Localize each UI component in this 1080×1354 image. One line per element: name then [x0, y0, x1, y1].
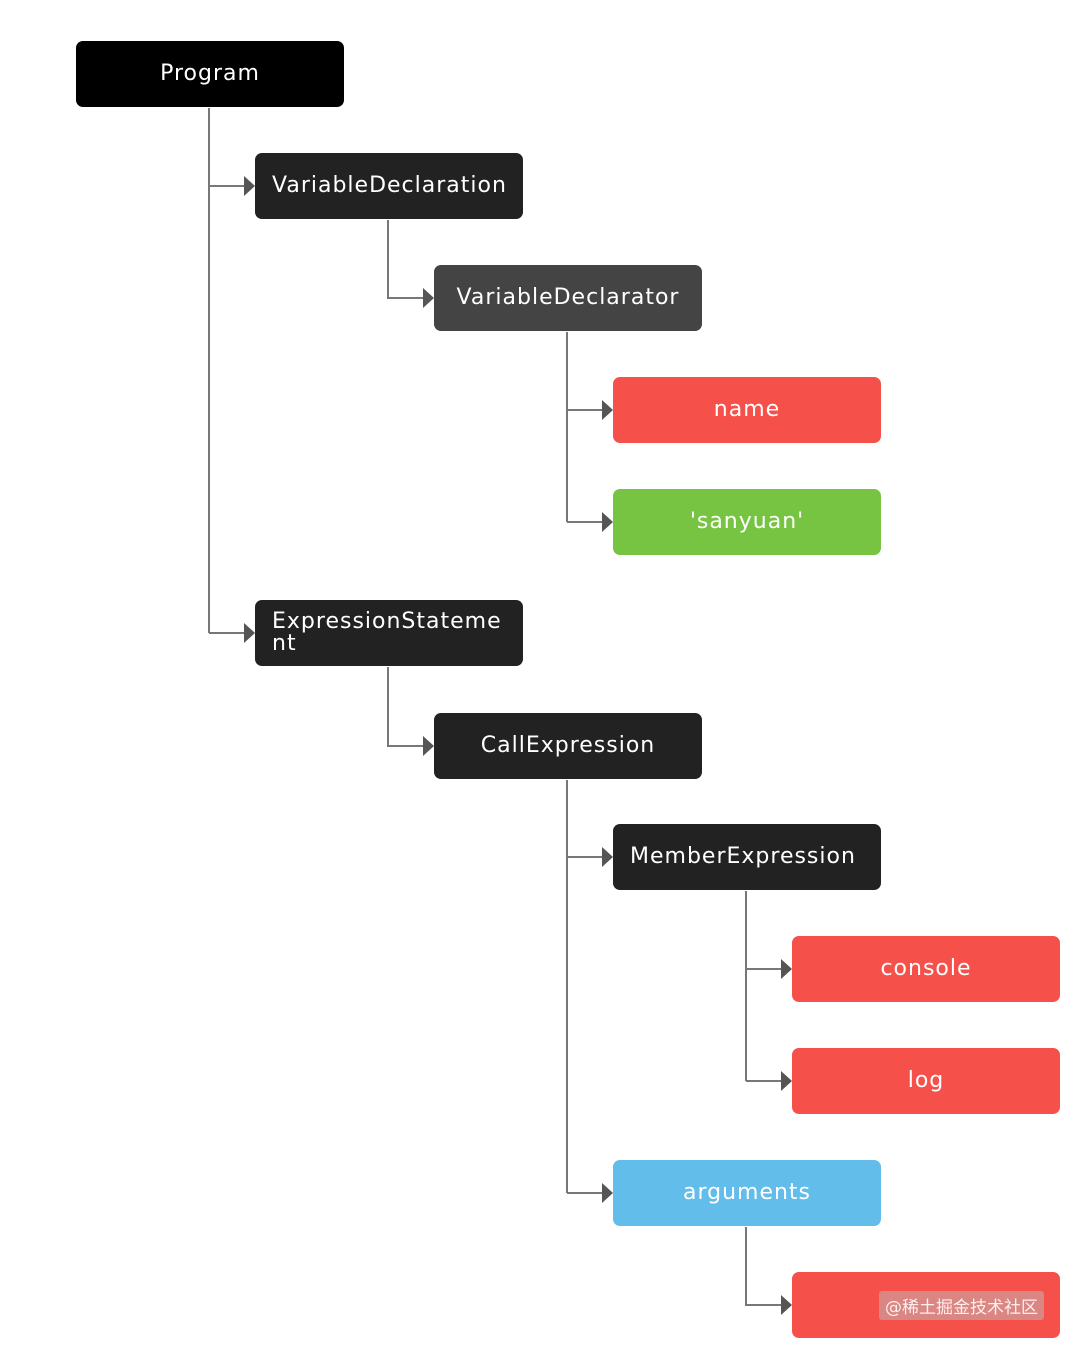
node-variable-declarator: VariableDeclarator [434, 265, 702, 331]
arrow-head [602, 847, 613, 867]
arrow-head [423, 736, 434, 756]
node-console: console [792, 936, 1060, 1002]
arrow-head [244, 623, 255, 643]
node-name: name [613, 377, 881, 443]
node-variable-declaration: VariableDeclaration [255, 153, 523, 219]
node-sanyuan: 'sanyuan' [613, 489, 881, 555]
connector-variable-declaration [387, 220, 427, 299]
node-call-expression: CallExpression [434, 713, 702, 779]
arrow-head [423, 288, 434, 308]
node-expression-statement: ExpressionStatement [255, 600, 523, 666]
node-arguments-child [792, 1272, 1060, 1338]
watermark: @稀土掘金技术社区 [879, 1291, 1044, 1320]
node-member-expression: MemberExpression [613, 824, 881, 890]
node-program: Program [76, 41, 344, 107]
arrow-head [602, 512, 613, 532]
arrow-head [602, 1183, 613, 1203]
node-arguments: arguments [613, 1160, 881, 1226]
connector-expression-statement [387, 667, 427, 747]
connector-arguments [745, 1227, 785, 1306]
arrow-head [244, 176, 255, 196]
arrow-head [781, 959, 792, 979]
arrow-head [602, 400, 613, 420]
arrow-head [781, 1071, 792, 1091]
arrow-head [781, 1295, 792, 1315]
node-log: log [792, 1048, 1060, 1114]
